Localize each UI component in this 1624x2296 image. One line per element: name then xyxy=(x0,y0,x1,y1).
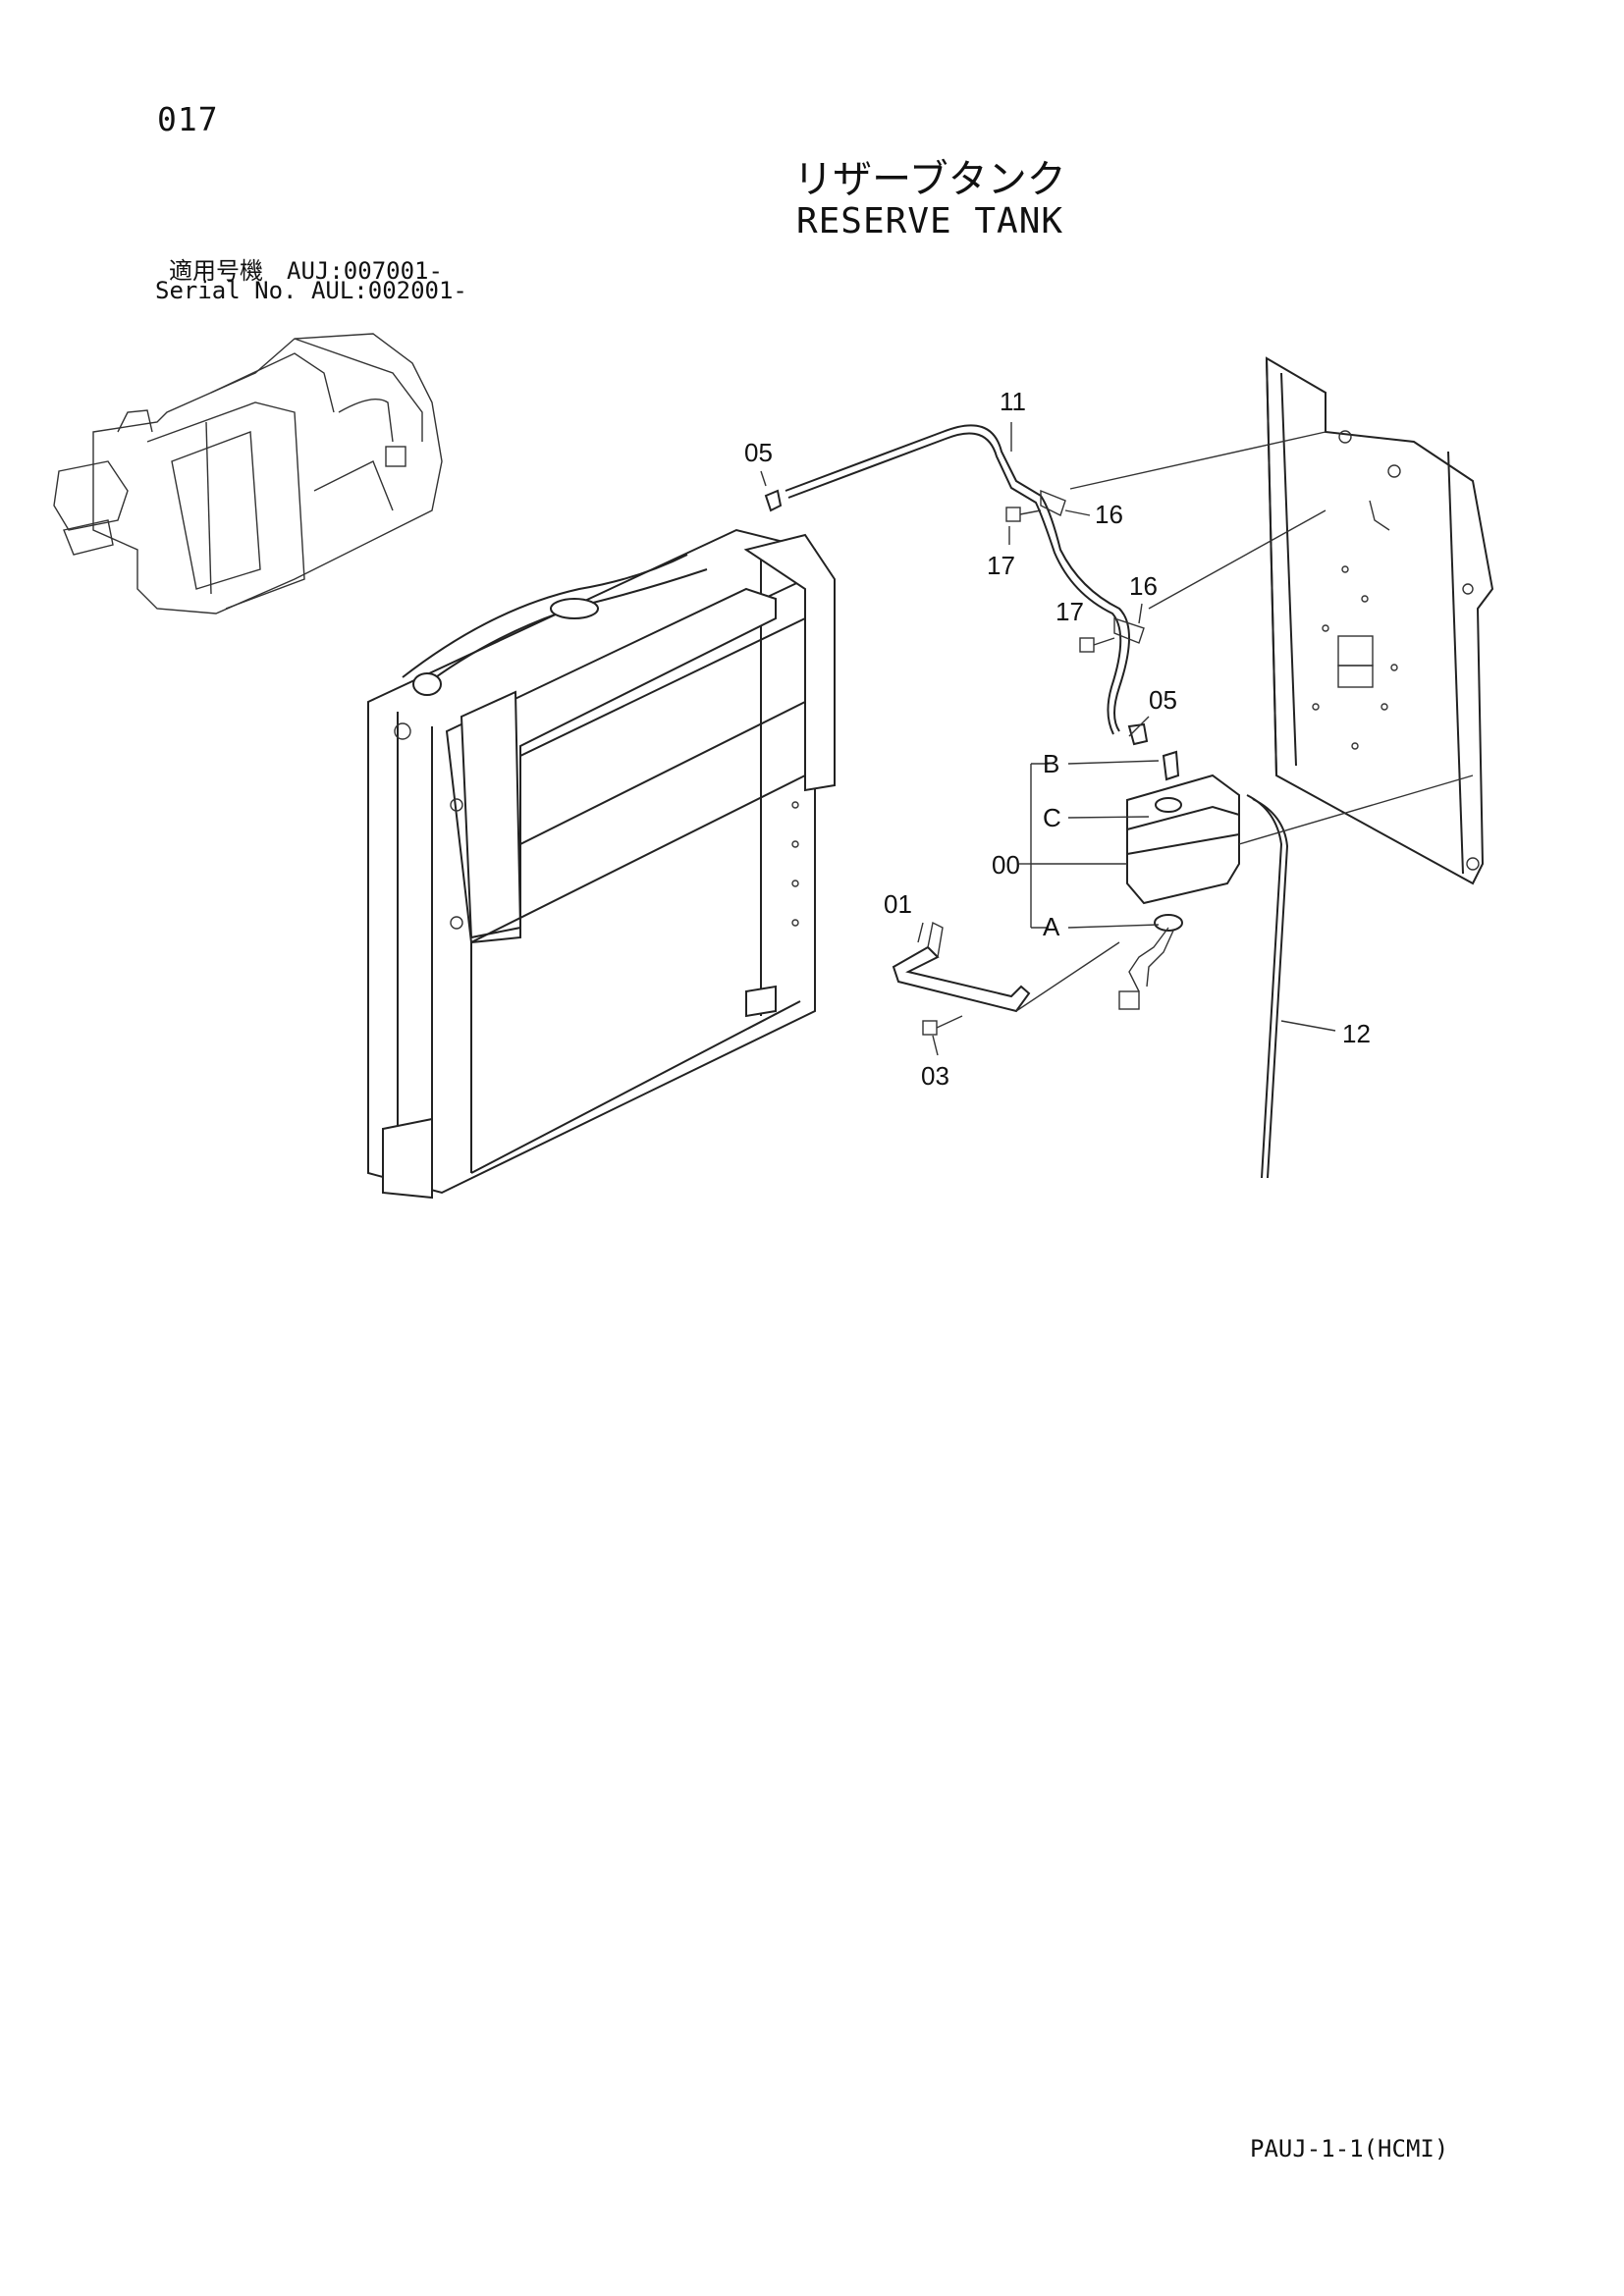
parts-diagram: 05 11 16 17 17 16 05 B C 00 A 01 03 12 xyxy=(53,333,1494,1200)
callout-03: 03 xyxy=(921,1061,949,1091)
page-number: 017 xyxy=(157,100,219,138)
callout-17-lower: 17 xyxy=(1056,597,1084,626)
page-title-english: RESERVE TANK xyxy=(795,201,1064,241)
serial-line-english: Serial No. AUL:002001- xyxy=(155,277,467,304)
bolt-17-upper xyxy=(1005,507,1042,522)
callout-16-upper: 16 xyxy=(1095,500,1123,529)
radiator-assembly xyxy=(367,528,836,1200)
page-title-japanese: リザーブタンク xyxy=(793,157,1066,202)
reserve-tank xyxy=(1118,750,1240,1010)
callout-C: C xyxy=(1043,803,1061,832)
callout-17-upper: 17 xyxy=(987,551,1015,580)
bracket-01 xyxy=(892,921,1031,1013)
callout-B: B xyxy=(1043,749,1059,778)
excavator-thumbnail xyxy=(53,333,443,614)
callout-00: 00 xyxy=(992,850,1020,880)
footer-code: PAUJ-1-1(HCMI) xyxy=(1250,2135,1449,2163)
bolt-17-lower xyxy=(1079,637,1115,653)
hose-11 xyxy=(785,424,1130,732)
connector-05-top xyxy=(764,489,783,512)
callout-01: 01 xyxy=(884,889,912,919)
callout-11: 11 xyxy=(1000,387,1026,416)
callout-05-top: 05 xyxy=(744,438,773,467)
mounting-panel xyxy=(1265,356,1494,885)
callout-16-lower: 16 xyxy=(1129,571,1158,601)
callout-05-middle: 05 xyxy=(1149,685,1177,715)
serial-line-japanese: 適用号機 AUJ:007001- xyxy=(169,257,443,285)
overflow-hose-12 xyxy=(1246,794,1283,1179)
callout-12: 12 xyxy=(1342,1019,1371,1048)
connector-05-middle xyxy=(1127,722,1149,746)
callout-A: A xyxy=(1043,912,1060,941)
bolt-03 xyxy=(922,1015,963,1036)
